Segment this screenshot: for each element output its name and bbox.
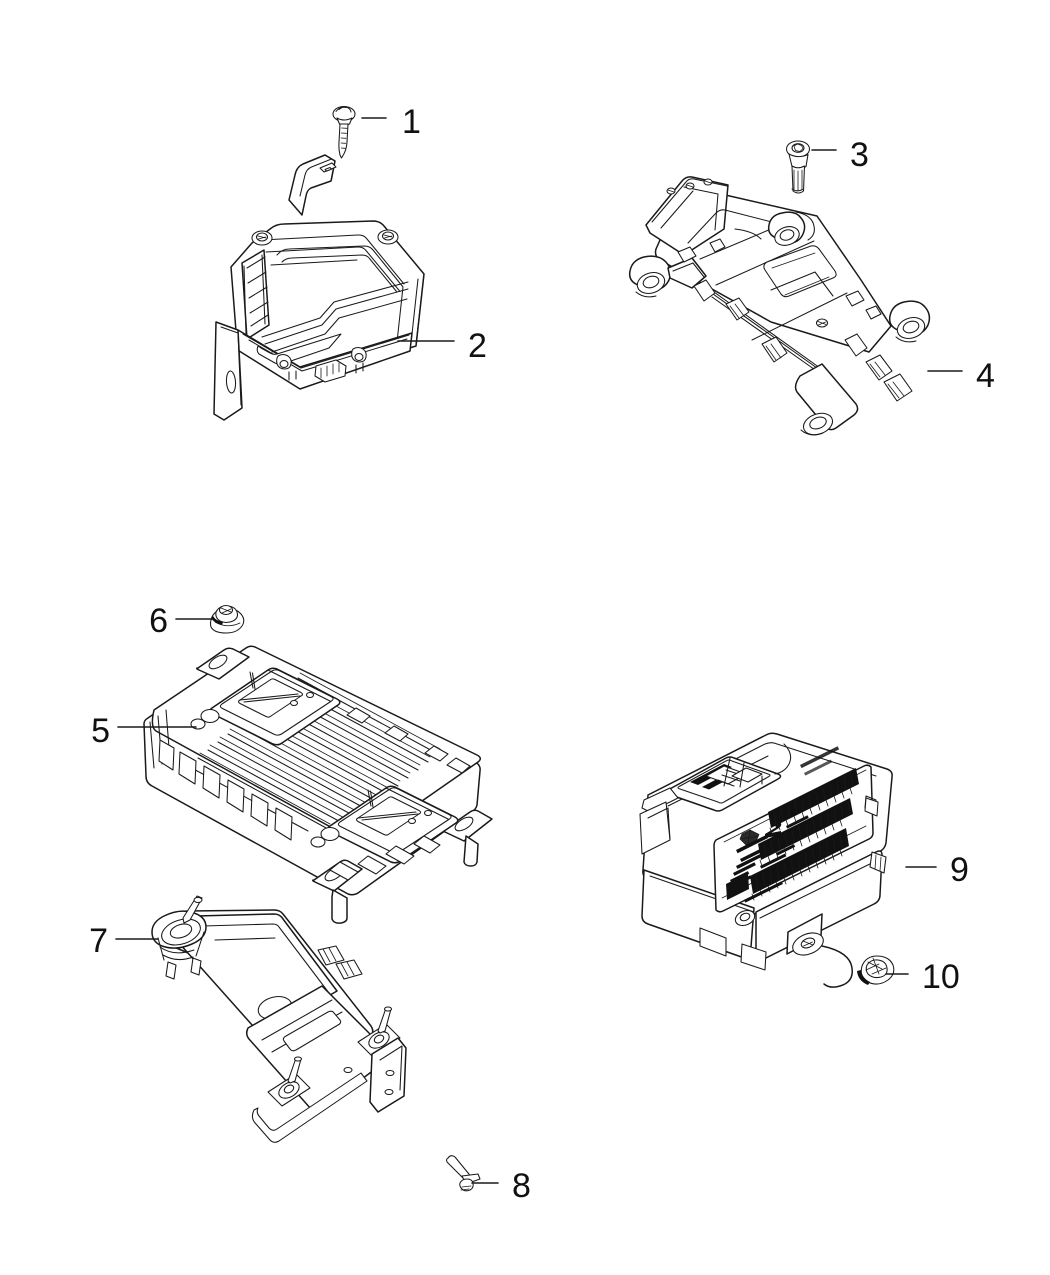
callout-number-1: 1 [402, 103, 421, 141]
part-5-engine-control-module [143, 645, 493, 924]
part-4-module-mounting-bracket [628, 176, 931, 436]
part-7-stud-upper-left [151, 895, 207, 980]
callout-number-9: 9 [950, 851, 969, 889]
part-8-screw-bolt-lower [445, 1155, 481, 1192]
callout-numbers: 1 2 3 4 5 6 7 8 9 10 [89, 103, 995, 1205]
part-2-boss-left [251, 230, 273, 246]
part-9-identification-label [713, 764, 874, 913]
part-4-isolator-top [767, 211, 806, 246]
callout-leaders [115, 117, 963, 1184]
callout-number-6: 6 [149, 602, 168, 640]
part-2-boss-right [377, 229, 399, 245]
barcode-row-2 [758, 798, 853, 867]
callout-number-8: 8 [512, 1167, 531, 1205]
part-3-screw-bolt-upper-right [785, 140, 811, 194]
part-4-isolator-right [888, 300, 931, 343]
part-1-screw-bolt-upper-left [332, 105, 356, 159]
part-9-ground-eyelet [792, 932, 824, 956]
part-9-embossed-branding [799, 746, 840, 776]
part-10-flange-nut-lower [857, 955, 895, 985]
part-7-ecm-mounting-bracket [151, 895, 407, 1143]
part-7-stud-lower-right [357, 1006, 401, 1057]
part-6-flange-nut-upper [209, 604, 245, 634]
callout-number-3: 3 [850, 136, 869, 174]
part-9-powertrain-control-module [639, 732, 893, 988]
callout-number-2: 2 [468, 327, 487, 365]
part-2-ecm-cover-bracket [213, 154, 425, 421]
part-4-mount-foot-bottom [794, 363, 859, 436]
part-7-stud-lower-left [267, 1056, 311, 1107]
callout-number-7: 7 [89, 922, 108, 960]
callout-number-5: 5 [91, 712, 110, 750]
part-4-isolator-left [628, 255, 672, 298]
part-5-connector-upper [209, 667, 341, 746]
part-9-connector-block [664, 756, 782, 812]
callout-number-10: 10 [922, 958, 960, 996]
barcode-row-1 [768, 768, 859, 835]
callout-number-4: 4 [976, 357, 995, 395]
